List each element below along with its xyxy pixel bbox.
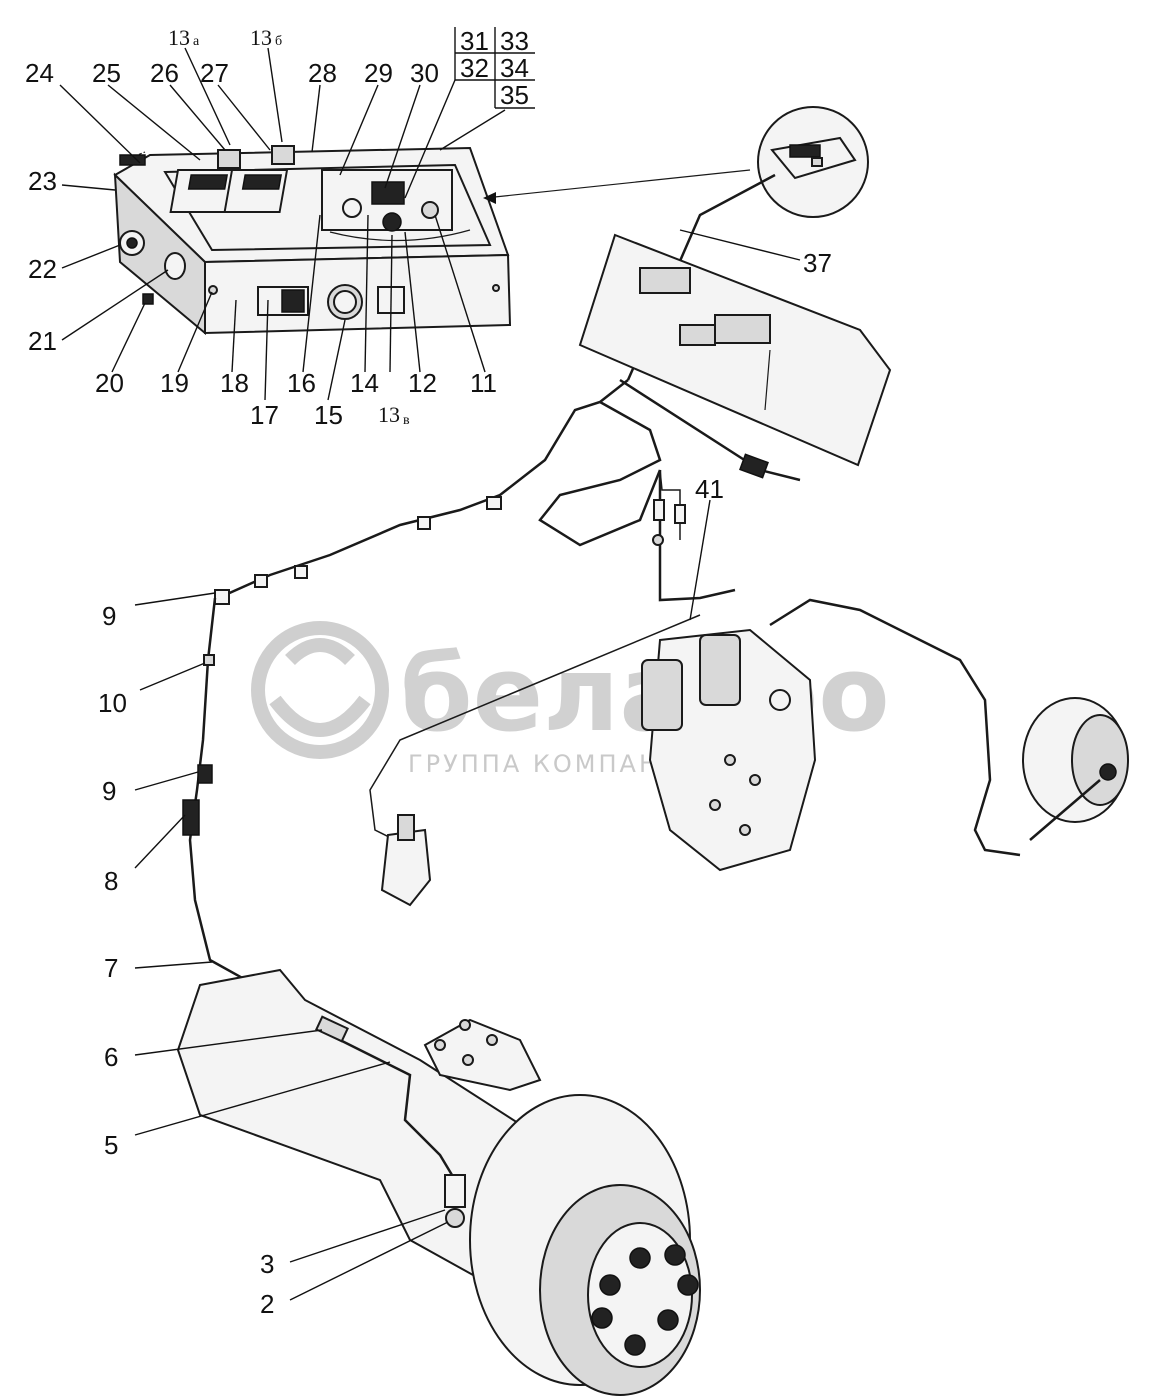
toggle-switch-26: [169, 149, 241, 213]
label-28: 28: [308, 58, 337, 88]
label-34: 34: [500, 53, 529, 83]
relay-bracket: [321, 169, 471, 242]
label-9-lower: 9: [102, 776, 116, 806]
bolt-20: [142, 293, 154, 305]
label-7: 7: [104, 953, 118, 983]
label-41: 41: [695, 474, 724, 504]
label-14: 14: [350, 368, 379, 398]
label-8: 8: [104, 866, 118, 896]
label-27: 27: [200, 58, 229, 88]
toggle-switch-27: [223, 145, 295, 213]
label-13b: 13: [250, 25, 272, 50]
callout-labels: 24 25 26 27 13 а 13 б 28 29 30 31 33 32 …: [25, 25, 832, 1319]
watermark-logo-icon: [251, 621, 389, 759]
rocker-switch-17: [257, 286, 309, 316]
label-11: 11: [470, 368, 497, 398]
label-5: 5: [104, 1130, 118, 1160]
plug-21: [164, 252, 186, 280]
leader-lines: [59, 47, 801, 1301]
label-25: 25: [92, 58, 121, 88]
label-13v: 13: [378, 402, 400, 427]
label-18: 18: [220, 368, 249, 398]
label-20: 20: [95, 368, 124, 398]
label-26: 26: [150, 58, 179, 88]
label-32: 32: [460, 53, 489, 83]
connector-9-upper: [197, 764, 213, 784]
label-13v-sub: в: [403, 413, 410, 428]
label-13a-sub: а: [193, 34, 200, 49]
label-37: 37: [803, 248, 832, 278]
screw-19: [208, 285, 218, 295]
wheel-studs: [591, 1244, 699, 1356]
label-16: 16: [287, 368, 316, 398]
label-17: 17: [250, 400, 279, 430]
label-12: 12: [408, 368, 437, 398]
label-30: 30: [410, 58, 439, 88]
cab-panel: [578, 233, 892, 482]
knob-15: [327, 284, 363, 320]
label-29: 29: [364, 58, 393, 88]
label-21: 21: [28, 326, 57, 356]
control-panel: [113, 145, 512, 336]
label-13a: 13: [168, 25, 190, 50]
label-3: 3: [260, 1249, 274, 1279]
label-31: 31: [460, 26, 489, 56]
label-2: 2: [260, 1289, 274, 1319]
connector-8: [182, 799, 200, 836]
label-35: 35: [500, 80, 529, 110]
boxed-callouts: 31 33 32 34 35: [454, 26, 535, 110]
label-9-upper: 9: [102, 601, 116, 631]
label-13b-sub: б: [275, 34, 282, 49]
label-24: 24: [25, 58, 54, 88]
detail-callout: [483, 106, 869, 381]
drive-unit: [369, 598, 1129, 907]
label-19: 19: [160, 368, 189, 398]
label-23: 23: [28, 166, 57, 196]
label-6: 6: [104, 1042, 118, 1072]
drive-axle: [176, 968, 701, 1396]
label-15: 15: [314, 400, 343, 430]
label-22: 22: [28, 254, 57, 284]
label-10: 10: [98, 688, 127, 718]
label-33: 33: [500, 26, 529, 56]
